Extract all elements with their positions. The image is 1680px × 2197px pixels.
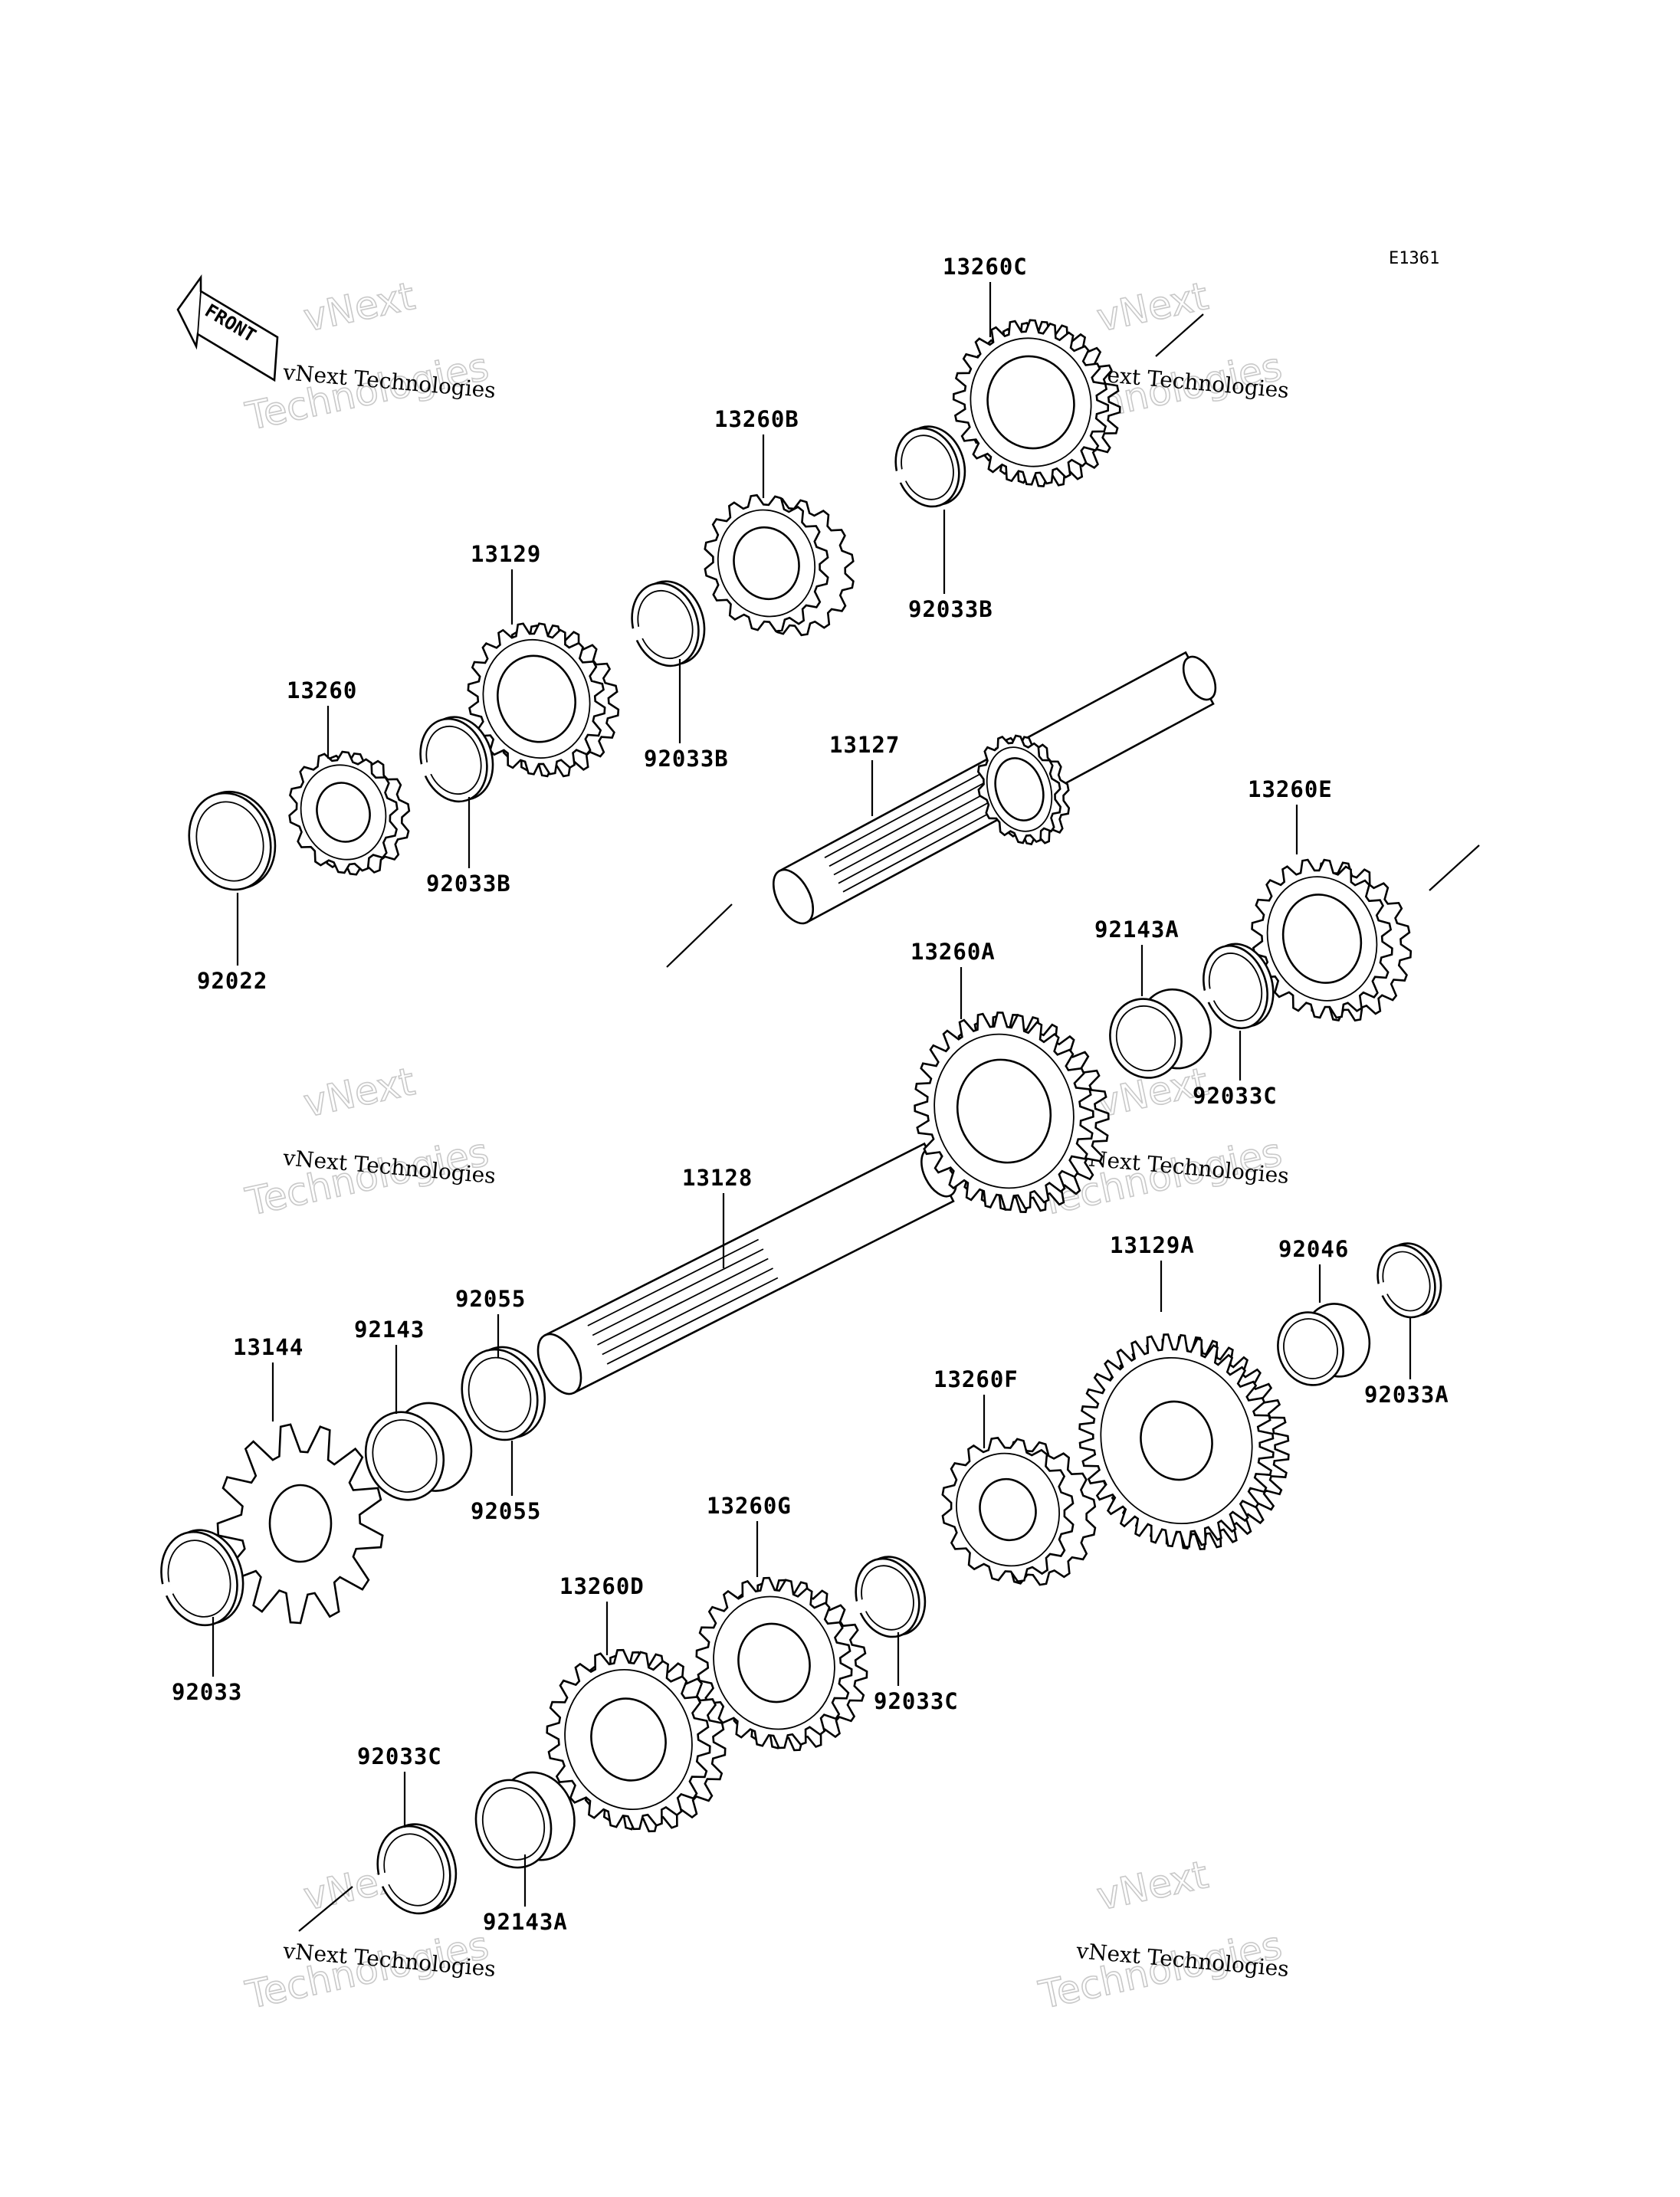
part-label: 13260D — [559, 1573, 645, 1599]
part-label: 92143 — [354, 1317, 425, 1343]
gear-13260A — [914, 1012, 1110, 1213]
part-label: 92033B — [908, 596, 993, 622]
circlip-92033C-top — [1201, 943, 1275, 1030]
label-13260B: 13260B — [714, 406, 799, 498]
label-92033B-low: 92033B — [426, 797, 511, 897]
bushing-92143A-bot — [474, 1771, 576, 1869]
circlip-92033C-bot — [375, 1823, 458, 1915]
part-label: 92033C — [357, 1743, 442, 1769]
bearing-92046 — [1277, 1303, 1371, 1386]
ring-92055 — [461, 1346, 546, 1441]
watermark-top-left: vNext Technologies vNext Technologies — [241, 273, 497, 439]
part-label: 92033B — [644, 746, 729, 772]
bushing-92143A-top — [1109, 988, 1212, 1079]
circlip-92033B-top — [893, 425, 966, 508]
part-label: 13260G — [707, 1493, 792, 1519]
sprocket-13144 — [216, 1423, 384, 1625]
diagram-reference-code: E1361 — [1389, 249, 1439, 268]
front-arrow-icon: FRONT — [176, 274, 279, 382]
watermark-bottom-left: vNext Technologies vNext Technologies — [241, 1851, 497, 2018]
label-92033C-top: 92033C — [1193, 1031, 1278, 1109]
label-13260G: 13260G — [707, 1493, 792, 1577]
part-label: 13129 — [471, 541, 541, 567]
label-92055-bot: 92055 — [471, 1441, 541, 1524]
label-92033C-mid: 92033C — [874, 1632, 959, 1714]
label-92033: 92033 — [172, 1617, 242, 1705]
label-13129: 13129 — [471, 541, 541, 625]
gear-13129A — [1078, 1333, 1290, 1550]
circlip-92033B-low — [418, 716, 494, 803]
circlip-92033B-mid — [629, 580, 706, 667]
watermark-mid-left: vNext Technologies vNext Technologies — [241, 1058, 497, 1225]
label-13260C: 13260C — [943, 254, 1028, 337]
part-label: 92143A — [1094, 917, 1180, 943]
circlip-92033 — [159, 1529, 244, 1627]
part-label: 92022 — [197, 968, 267, 994]
label-13127: 13127 — [829, 732, 900, 816]
label-92143A-top: 92143A — [1094, 917, 1180, 996]
label-92143: 92143 — [354, 1317, 425, 1414]
part-label: 13128 — [682, 1165, 753, 1191]
bushing-92143 — [364, 1402, 473, 1501]
label-13260F: 13260F — [934, 1366, 1019, 1448]
shaft-13128 — [536, 1142, 957, 1395]
label-13260A: 13260A — [911, 939, 996, 1019]
label-13260: 13260 — [287, 677, 357, 759]
part-label: 92143A — [483, 1909, 568, 1935]
label-92046: 92046 — [1278, 1236, 1349, 1303]
circlip-92033C-mid — [853, 1556, 927, 1638]
label-13260E: 13260E — [1248, 776, 1333, 854]
gear-13260B — [704, 494, 855, 637]
label-13260D: 13260D — [559, 1573, 645, 1655]
label-92143A-bot: 92143A — [483, 1854, 568, 1935]
label-92033A: 92033A — [1364, 1318, 1449, 1408]
upper-axis-lines — [298, 313, 1480, 1932]
circlip-92033A — [1375, 1242, 1442, 1319]
part-label: 13127 — [829, 732, 900, 758]
label-92033B-top: 92033B — [908, 510, 993, 622]
part-label: 13260E — [1248, 776, 1333, 802]
gear-13260G — [695, 1576, 868, 1752]
part-label: 92033C — [874, 1688, 959, 1714]
part-label: 13144 — [233, 1334, 304, 1360]
part-label: 92033B — [426, 871, 511, 897]
washer-92022 — [188, 790, 277, 891]
part-label: 92055 — [455, 1286, 526, 1312]
part-label: 13129A — [1110, 1232, 1195, 1258]
watermark-vnext: vNext — [300, 274, 418, 340]
watermark-vnext: vNext — [1093, 1852, 1212, 1919]
gear-13260F — [941, 1436, 1097, 1586]
part-label: 13260B — [714, 406, 799, 432]
part-label: 13260A — [911, 939, 996, 965]
label-92022: 92022 — [197, 893, 267, 994]
label-92033B-mid: 92033B — [644, 659, 729, 772]
watermark-bottom-right: vNext Technologies vNext Technologies — [1035, 1851, 1291, 2018]
label-13144: 13144 — [233, 1334, 304, 1421]
part-label: 92033 — [172, 1679, 242, 1705]
part-label: 13260 — [287, 677, 357, 703]
gear-on-shaft-13127 — [976, 734, 1071, 846]
label-92055-top: 92055 — [455, 1286, 526, 1358]
gear-13129 — [467, 622, 620, 778]
label-92033C-bot: 92033C — [357, 1743, 442, 1828]
label-13129A: 13129A — [1110, 1232, 1195, 1312]
gear-13260C — [952, 319, 1121, 487]
gear-13260D — [546, 1648, 727, 1833]
label-13128: 13128 — [682, 1165, 753, 1268]
part-label: 92046 — [1278, 1236, 1349, 1262]
gear-13260 — [288, 750, 411, 876]
part-label: 13260C — [943, 254, 1028, 280]
gear-13260E — [1251, 858, 1413, 1022]
part-label: 92055 — [471, 1498, 541, 1524]
part-label: 13260F — [934, 1366, 1019, 1392]
part-label: 92033C — [1193, 1083, 1278, 1109]
part-label: 92033A — [1364, 1382, 1449, 1408]
watermark-vnext: vNext — [1093, 274, 1212, 340]
watermark-vnext: vNext — [300, 1059, 418, 1126]
